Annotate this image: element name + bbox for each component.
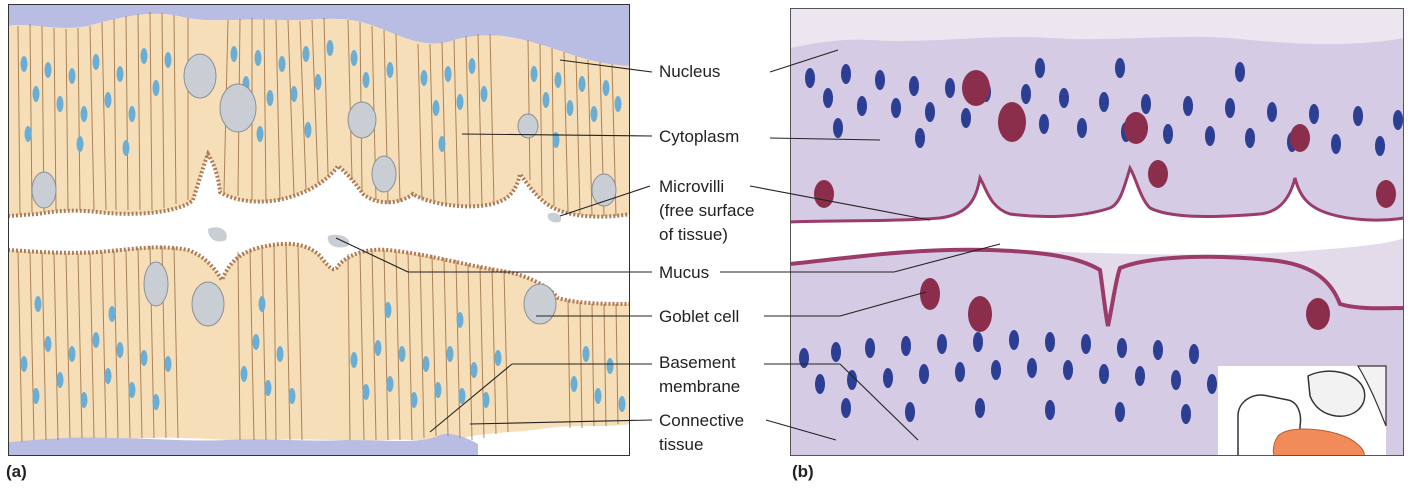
label-microvilli-line2: (free surface [659, 201, 754, 220]
label-cytoplasm: Cytoplasm [659, 127, 739, 146]
label-mucus: Mucus [659, 263, 709, 282]
leader-basement-a1 [430, 364, 512, 432]
leader-microvilli-a [560, 186, 650, 216]
leader-microvilli-b [750, 186, 930, 220]
leader-nucleus-b [770, 50, 838, 72]
label-connective-line2: tissue [659, 435, 703, 454]
label-basement-line2: membrane [659, 377, 740, 396]
leader-mucus-a1 [336, 238, 408, 272]
leader-cytoplasm-b [770, 138, 880, 140]
leader-cytoplasm-a [462, 134, 652, 136]
label-connective-line1: Connective [659, 411, 744, 430]
label-goblet-cell: Goblet cell [659, 307, 739, 326]
label-basement-line1: Basement [659, 353, 736, 372]
label-microvilli-line1: Microvilli [659, 177, 724, 196]
label-microvilli-line3: of tissue) [659, 225, 728, 244]
leader-nucleus-a [560, 60, 652, 72]
leader-connective-a [470, 420, 652, 424]
leader-connective-b [766, 420, 836, 440]
leader-basement-b2 [840, 364, 918, 440]
label-nucleus: Nucleus [659, 62, 720, 81]
panel-label-a: (a) [6, 462, 27, 482]
panel-label-b: (b) [792, 462, 814, 482]
leader-goblet-b2 [840, 292, 926, 316]
leader-mucus-b2 [894, 244, 1000, 272]
